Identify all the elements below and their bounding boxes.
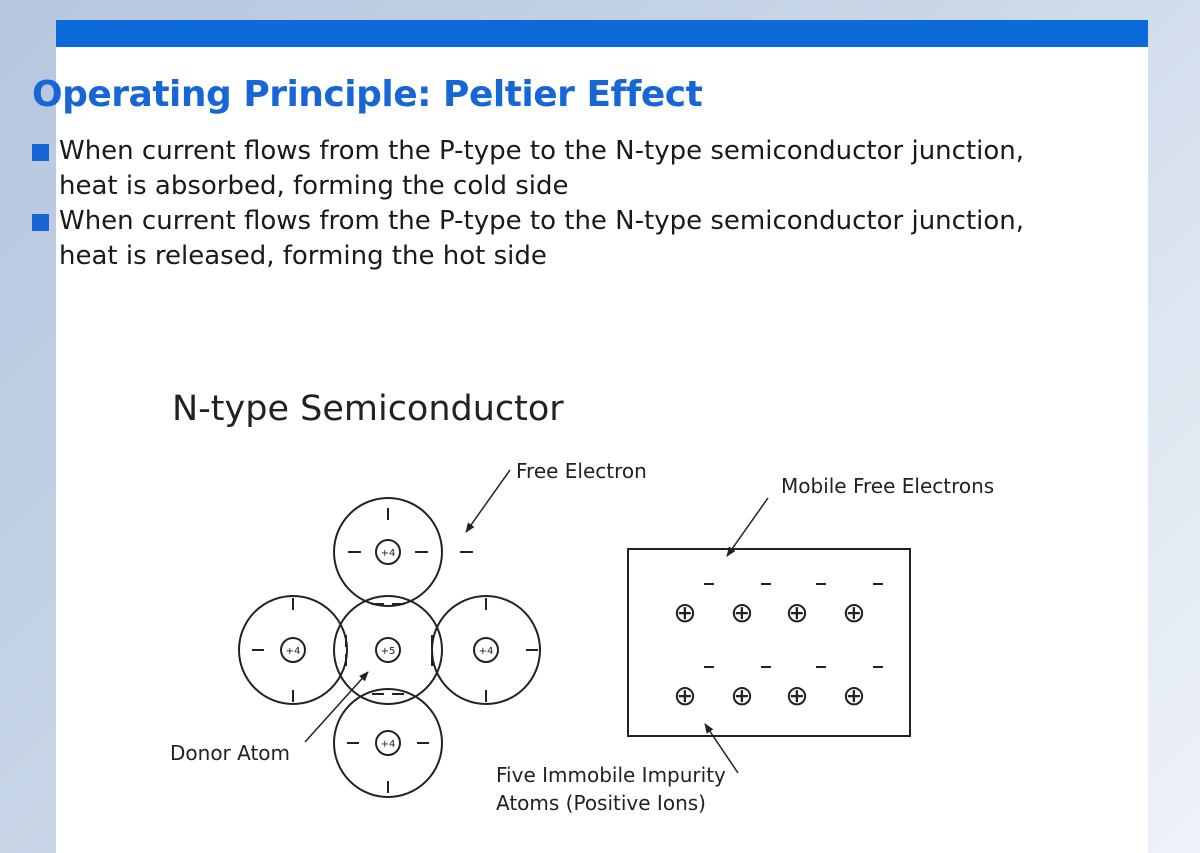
nucleus-label: +4 — [286, 646, 301, 657]
bullet-text: When current flows from the P-type to th… — [59, 136, 1025, 201]
bullet-text: When current flows from the P-type to th… — [59, 206, 1025, 271]
free-electron-label: Free Electron — [516, 459, 647, 483]
header-bar — [56, 20, 1148, 47]
positive-ion-icon: ⊕ — [842, 596, 865, 629]
nucleus-center — [375, 637, 401, 663]
impurity-label-line2: Atoms (Positive Ions) — [496, 791, 706, 815]
positive-ion-icon: ⊕ — [785, 596, 808, 629]
mobile-electrons — [704, 583, 883, 668]
square-bullet-icon — [32, 214, 49, 231]
n-type-crystal-box — [627, 548, 911, 737]
mobile-free-electrons-label: Mobile Free Electrons — [781, 474, 994, 498]
donor-atom-arrow — [304, 671, 369, 743]
nucleus-top — [375, 539, 401, 565]
positive-ion-icon: ⊕ — [673, 679, 696, 712]
atom-right — [431, 595, 541, 705]
nucleus-label: +4 — [381, 548, 396, 559]
diagram-title: N-type Semiconductor — [172, 389, 564, 429]
nucleus-bottom — [375, 730, 401, 756]
nucleus-label: +5 — [381, 646, 396, 657]
atom-top — [333, 497, 443, 607]
bond-electrons — [252, 508, 538, 793]
nucleus-right — [473, 637, 499, 663]
positive-ion-icon: ⊕ — [730, 679, 753, 712]
positive-ions: ⊕ ⊕ ⊕ ⊕ ⊕ ⊕ ⊕ ⊕ — [673, 596, 865, 712]
positive-ion-icon: ⊕ — [730, 596, 753, 629]
slide-title: Operating Principle: Peltier Effect — [32, 74, 703, 115]
nucleus-label: +4 — [381, 739, 396, 750]
atom-bottom — [333, 688, 443, 798]
mobile-electrons-arrow — [726, 497, 769, 557]
positive-ion-icon: ⊕ — [673, 596, 696, 629]
slide-card — [56, 20, 1148, 853]
bullet-item: When current flows from the P-type to th… — [32, 134, 1032, 204]
square-bullet-icon — [32, 144, 49, 161]
positive-ion-icon: ⊕ — [785, 679, 808, 712]
nucleus-label: +4 — [479, 646, 494, 657]
impurity-label-line1: Five Immobile Impurity — [496, 763, 726, 787]
atom-left — [238, 595, 348, 705]
donor-atom-label: Donor Atom — [170, 741, 290, 765]
bullet-item: When current flows from the P-type to th… — [32, 204, 1032, 274]
free-electron-arrow — [465, 469, 511, 533]
atom-center — [333, 595, 443, 705]
nucleus-left — [280, 637, 306, 663]
bullet-list: When current flows from the P-type to th… — [32, 134, 1032, 274]
positive-ion-icon: ⊕ — [842, 679, 865, 712]
impurity-arrow — [704, 723, 739, 774]
